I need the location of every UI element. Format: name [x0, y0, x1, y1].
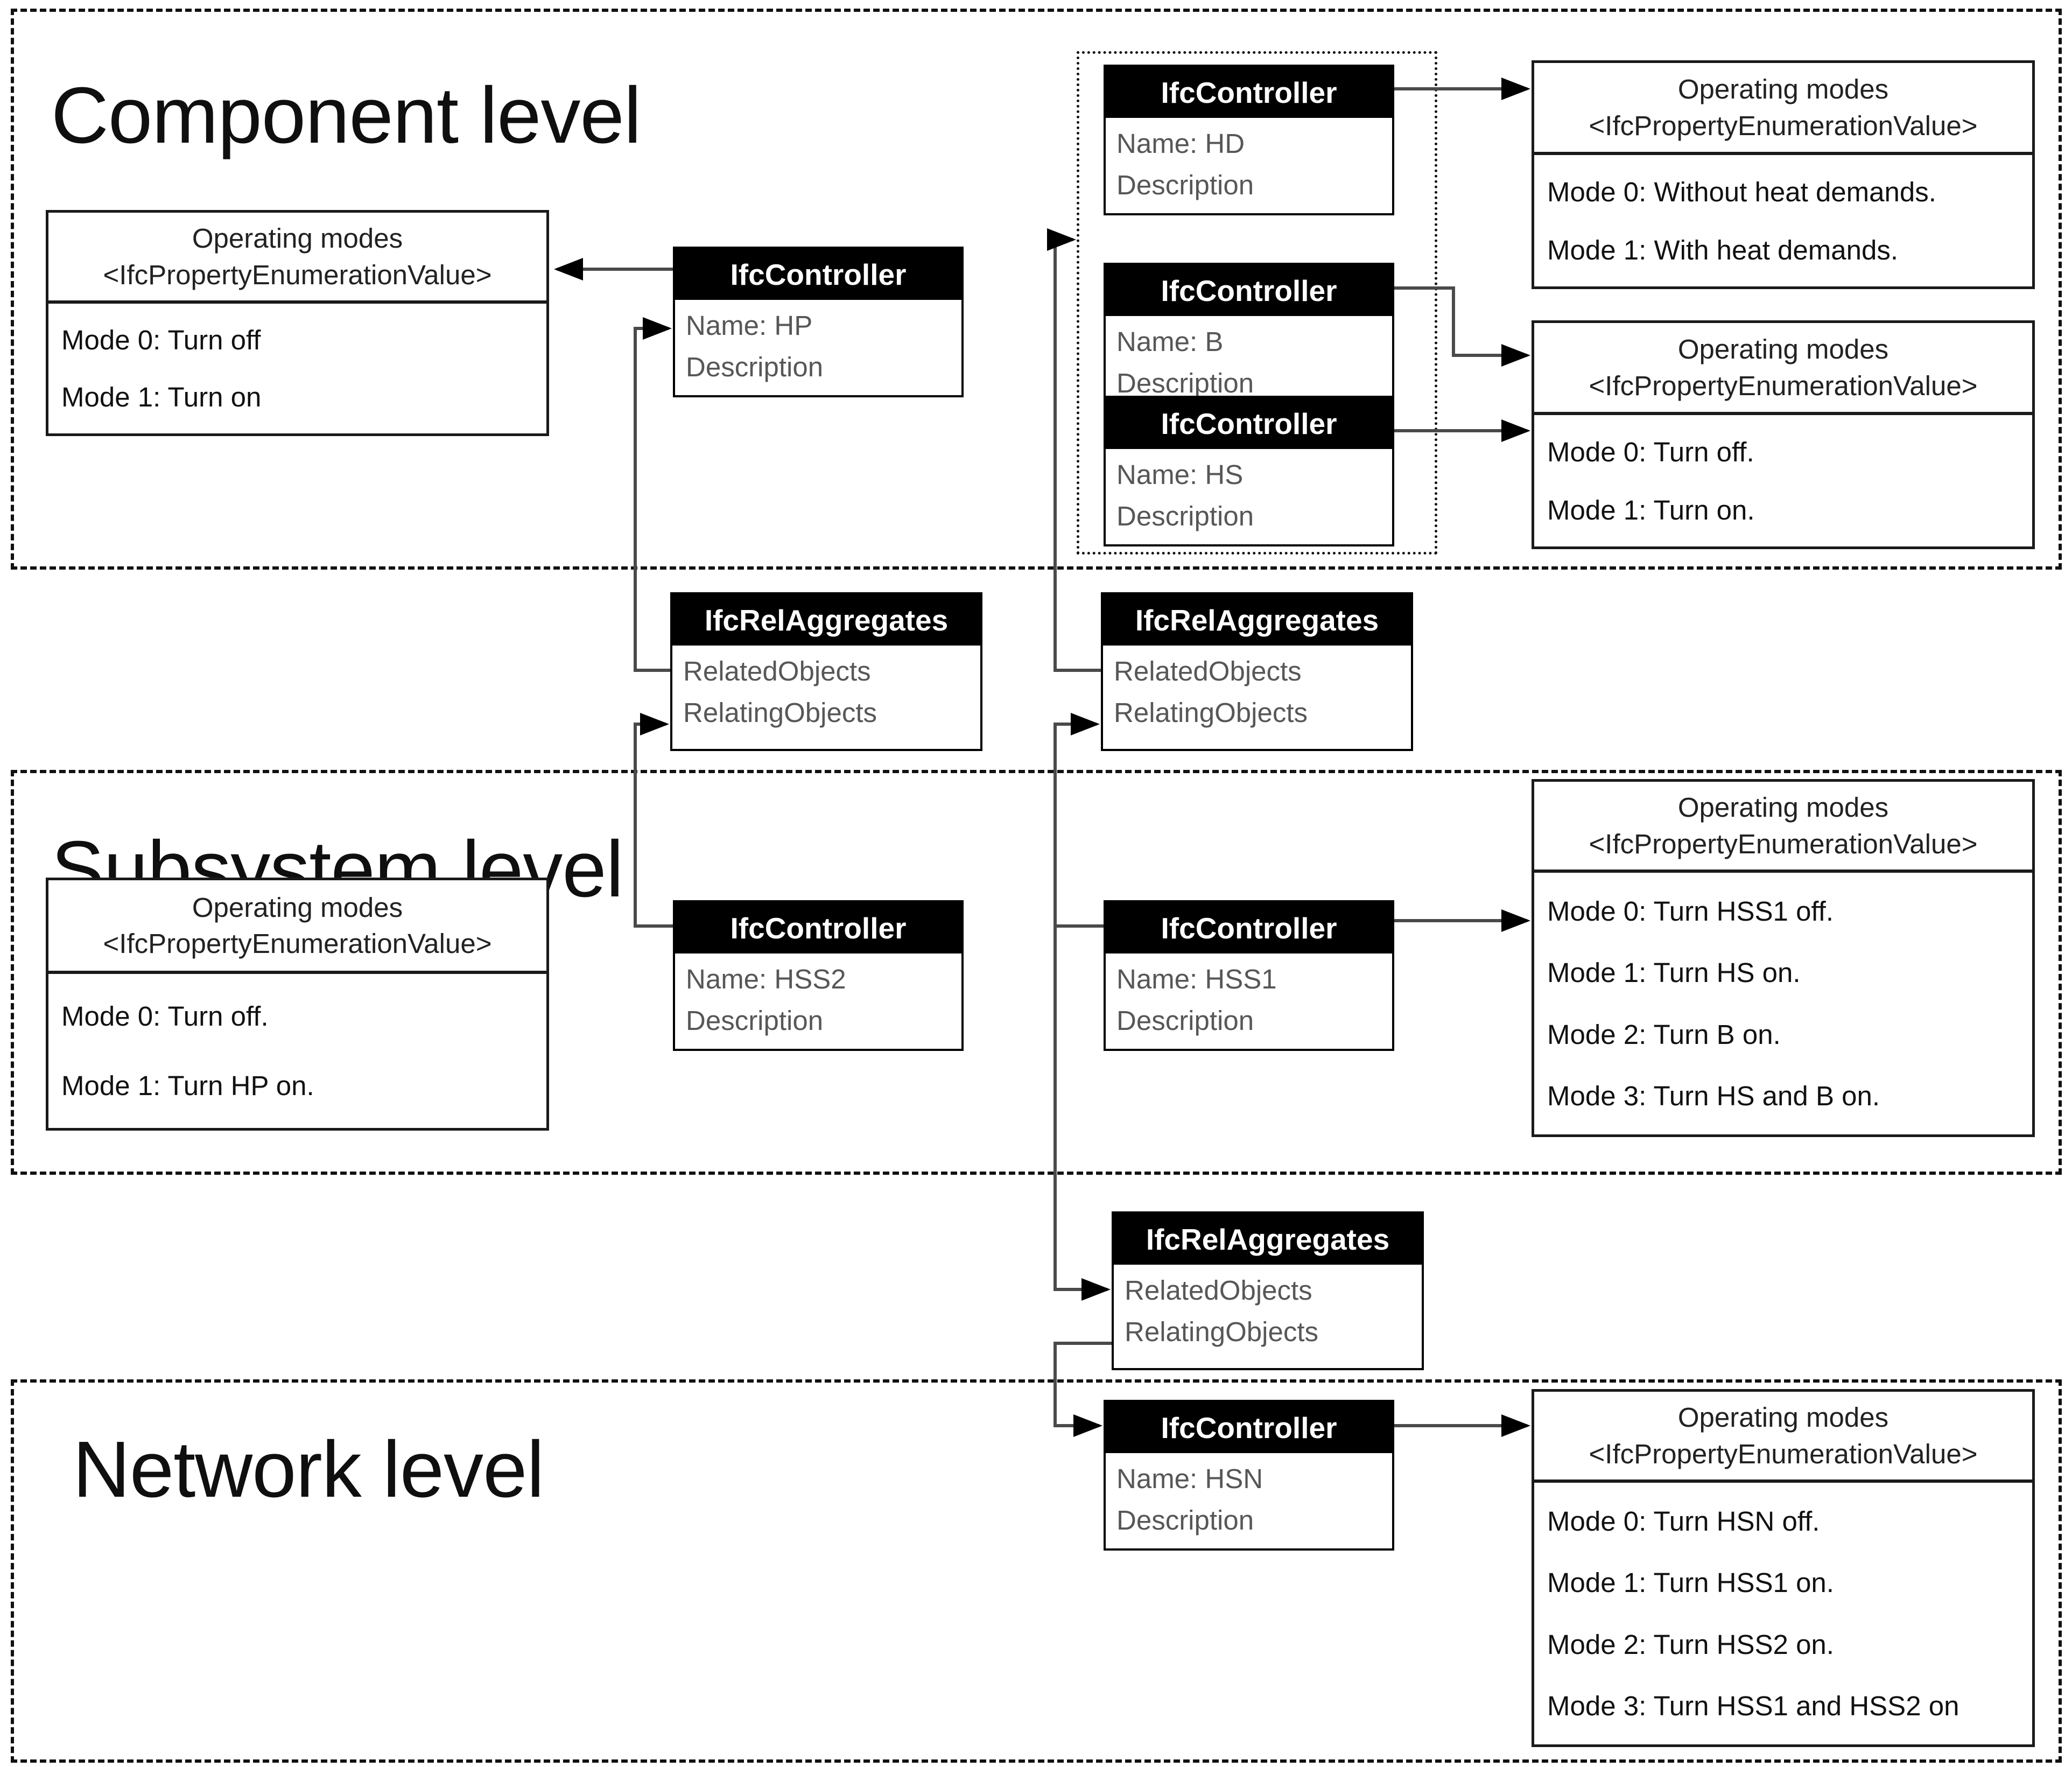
controller-description: Description [1116, 1005, 1254, 1036]
relaggregates-bottom: IfcRelAggregates RelatedObjects Relating… [1112, 1211, 1424, 1370]
controller-description: Description [1116, 1504, 1254, 1535]
relating-objects-label: RelatingObjects [1125, 1316, 1319, 1347]
opmodes-title: Operating modes [192, 892, 403, 923]
relaggregates-header: IfcRelAggregates [1103, 594, 1411, 646]
related-objects-label: RelatedObjects [1114, 656, 1302, 686]
controller-b: IfcController Name: B Description [1104, 263, 1394, 413]
controller-description: Description [1116, 367, 1254, 398]
opmodes-title: Operating modes [1677, 1402, 1889, 1433]
controller-header: IfcController [1106, 398, 1392, 449]
mode-item: Mode 1: Turn HP on. [61, 1070, 314, 1101]
mode-item: Mode 2: Turn HSS2 on. [1547, 1629, 1834, 1660]
related-objects-label: RelatedObjects [1125, 1275, 1312, 1306]
component-level-title: Component level [51, 71, 642, 160]
mode-item: Mode 3: Turn HS and B on. [1547, 1081, 1880, 1112]
opmodes-subtitle: <IfcPropertyEnumerationValue> [1589, 370, 1978, 401]
opmodes-subtitle: <IfcPropertyEnumerationValue> [1589, 1438, 1978, 1469]
opmodes-subtitle: <IfcPropertyEnumerationValue> [103, 259, 492, 290]
controller-hss1: IfcController Name: HSS1 Description [1104, 900, 1394, 1051]
controller-hsn: IfcController Name: HSN Description [1104, 1400, 1394, 1551]
controller-hss2: IfcController Name: HSS2 Description [673, 900, 964, 1051]
mode-item: Mode 1: Turn on. [1547, 494, 1755, 525]
controller-description: Description [686, 351, 824, 382]
network-level-title: Network level [73, 1425, 544, 1514]
controller-hp: IfcController Name: HP Description [673, 247, 964, 397]
mode-item: Mode 0: Turn off [61, 324, 261, 355]
mode-item: Mode 1: Turn HSS1 on. [1547, 1567, 1834, 1598]
controller-name: Name: HD [1116, 128, 1245, 159]
network-level-frame [11, 1379, 2062, 1763]
relaggregates-header: IfcRelAggregates [1114, 1214, 1422, 1265]
relating-objects-label: RelatingObjects [683, 697, 877, 728]
opmodes-title: Operating modes [1677, 792, 1889, 823]
related-objects-label: RelatedObjects [683, 656, 871, 686]
controller-name: Name: HSS2 [686, 964, 846, 994]
component-level-frame [11, 9, 2062, 570]
mode-item: Mode 1: With heat demands. [1547, 234, 1899, 265]
opmodes-network: Operating modes <IfcPropertyEnumerationV… [1532, 1389, 2035, 1747]
opmodes-title: Operating modes [192, 223, 403, 254]
controller-header: IfcController [1106, 1402, 1392, 1453]
controller-description: Description [1116, 500, 1254, 531]
opmodes-component-left: Operating modes <IfcPropertyEnumerationV… [46, 210, 549, 436]
controller-header: IfcController [1106, 67, 1392, 118]
opmodes-component-right-top: Operating modes <IfcPropertyEnumerationV… [1532, 60, 2035, 289]
relating-objects-label: RelatingObjects [1114, 697, 1308, 728]
controller-header: IfcController [1106, 265, 1392, 316]
mode-item: Mode 1: Turn HS on. [1547, 957, 1801, 988]
controller-name: Name: HSS1 [1116, 964, 1277, 994]
subsystem-level-frame [11, 770, 2062, 1175]
opmodes-subsystem-right: Operating modes <IfcPropertyEnumerationV… [1532, 779, 2035, 1137]
controller-description: Description [686, 1005, 824, 1036]
mode-item: Mode 2: Turn B on. [1547, 1019, 1781, 1050]
relaggregates-right: IfcRelAggregates RelatedObjects Relating… [1101, 592, 1413, 751]
controller-name: Name: HP [686, 310, 813, 341]
mode-item: Mode 0: Turn HSN off. [1547, 1505, 1820, 1537]
opmodes-subtitle: <IfcPropertyEnumerationValue> [1589, 828, 1978, 859]
mode-item: Mode 3: Turn HSS1 and HSS2 on [1547, 1691, 1959, 1722]
mode-item: Mode 0: Without heat demands. [1547, 176, 1936, 207]
controller-name: Name: HSN [1116, 1463, 1263, 1494]
opmodes-subtitle: <IfcPropertyEnumerationValue> [103, 928, 492, 959]
controller-hs: IfcController Name: HS Description [1104, 396, 1394, 546]
opmodes-component-right-bottom: Operating modes <IfcPropertyEnumerationV… [1532, 320, 2035, 549]
relaggregates-left: IfcRelAggregates RelatedObjects Relating… [670, 592, 982, 751]
controller-header: IfcController [675, 902, 961, 953]
mode-item: Mode 0: Turn off. [1547, 436, 1754, 467]
opmodes-subsystem-left: Operating modes <IfcPropertyEnumerationV… [46, 878, 549, 1131]
controller-header: IfcController [675, 249, 961, 300]
controller-description: Description [1116, 169, 1254, 200]
controller-name: Name: HS [1116, 459, 1244, 490]
opmodes-subtitle: <IfcPropertyEnumerationValue> [1589, 110, 1978, 141]
relaggregates-header: IfcRelAggregates [672, 594, 980, 646]
mode-item: Mode 0: Turn off. [61, 1001, 269, 1032]
opmodes-title: Operating modes [1677, 334, 1889, 365]
mode-item: Mode 1: Turn on [61, 382, 262, 413]
controller-hd: IfcController Name: HD Description [1104, 65, 1394, 215]
controller-name: Name: B [1116, 326, 1224, 357]
mode-item: Mode 0: Turn HSS1 off. [1547, 895, 1834, 927]
opmodes-title: Operating modes [1677, 74, 1889, 105]
controller-header: IfcController [1106, 902, 1392, 953]
